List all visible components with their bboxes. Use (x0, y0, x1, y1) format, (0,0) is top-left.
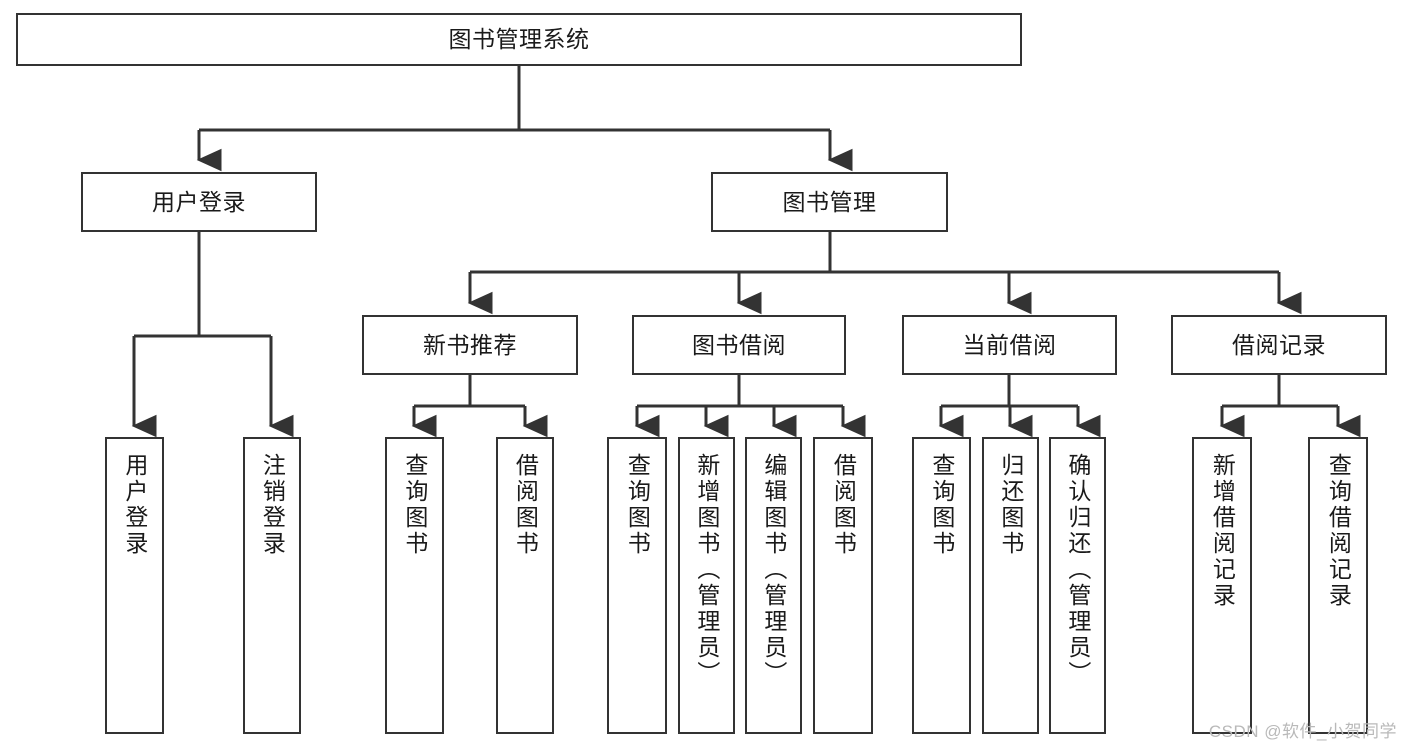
node-label: 借阅图书 (512, 453, 539, 557)
node-book-borrow[interactable]: 图书借阅 (632, 315, 846, 375)
node-user-login[interactable]: 用户登录 (81, 172, 317, 232)
node-label: 借阅图书 (830, 453, 857, 557)
leaf-logout[interactable]: 注销登录 (243, 437, 301, 734)
node-label: 图书管理 (782, 188, 877, 215)
node-current-borrow[interactable]: 当前借阅 (902, 315, 1117, 375)
node-label: 查询图书 (624, 453, 651, 557)
node-label: 查询图书 (928, 453, 955, 557)
leaf-borrowrecord-add-record[interactable]: 新增借阅记录 (1192, 437, 1252, 734)
node-label: 借阅记录 (1232, 331, 1326, 358)
node-label: 用户登录 (121, 453, 148, 557)
leaf-newbook-query-book[interactable]: 查询图书 (385, 437, 444, 734)
node-label: 注销登录 (259, 453, 286, 557)
node-label: 新增借阅记录 (1209, 453, 1236, 609)
node-label: 用户登录 (152, 188, 246, 215)
leaf-bookborrow-add-book-admin[interactable]: 新增图书（管理员） (678, 437, 735, 734)
node-label: 确认归还（管理员） (1064, 453, 1091, 687)
node-label: 编辑图书（管理员） (760, 453, 787, 687)
leaf-currentborrow-query-book[interactable]: 查询图书 (912, 437, 971, 734)
node-label: 归还图书 (997, 453, 1024, 557)
leaf-user-login[interactable]: 用户登录 (105, 437, 164, 734)
leaf-bookborrow-query-book[interactable]: 查询图书 (607, 437, 667, 734)
leaf-currentborrow-confirm-return-admin[interactable]: 确认归还（管理员） (1049, 437, 1106, 734)
node-label: 查询借阅记录 (1325, 453, 1352, 609)
leaf-newbook-borrow-book[interactable]: 借阅图书 (496, 437, 554, 734)
leaf-currentborrow-return-book[interactable]: 归还图书 (982, 437, 1039, 734)
node-label: 图书借阅 (692, 331, 786, 358)
leaf-borrowrecord-query-record[interactable]: 查询借阅记录 (1308, 437, 1368, 734)
node-book-management[interactable]: 图书管理 (711, 172, 948, 232)
node-root-book-management-system[interactable]: 图书管理系统 (16, 13, 1022, 66)
node-label: 查询图书 (401, 453, 428, 557)
leaf-bookborrow-borrow-book[interactable]: 借阅图书 (813, 437, 873, 734)
node-label: 图书管理系统 (448, 26, 590, 53)
node-new-book-recommend[interactable]: 新书推荐 (362, 315, 578, 375)
node-label: 新书推荐 (423, 331, 517, 358)
node-label: 当前借阅 (962, 331, 1057, 358)
node-label: 新增图书（管理员） (693, 453, 720, 687)
leaf-bookborrow-edit-book-admin[interactable]: 编辑图书（管理员） (745, 437, 802, 734)
node-borrow-record[interactable]: 借阅记录 (1171, 315, 1387, 375)
